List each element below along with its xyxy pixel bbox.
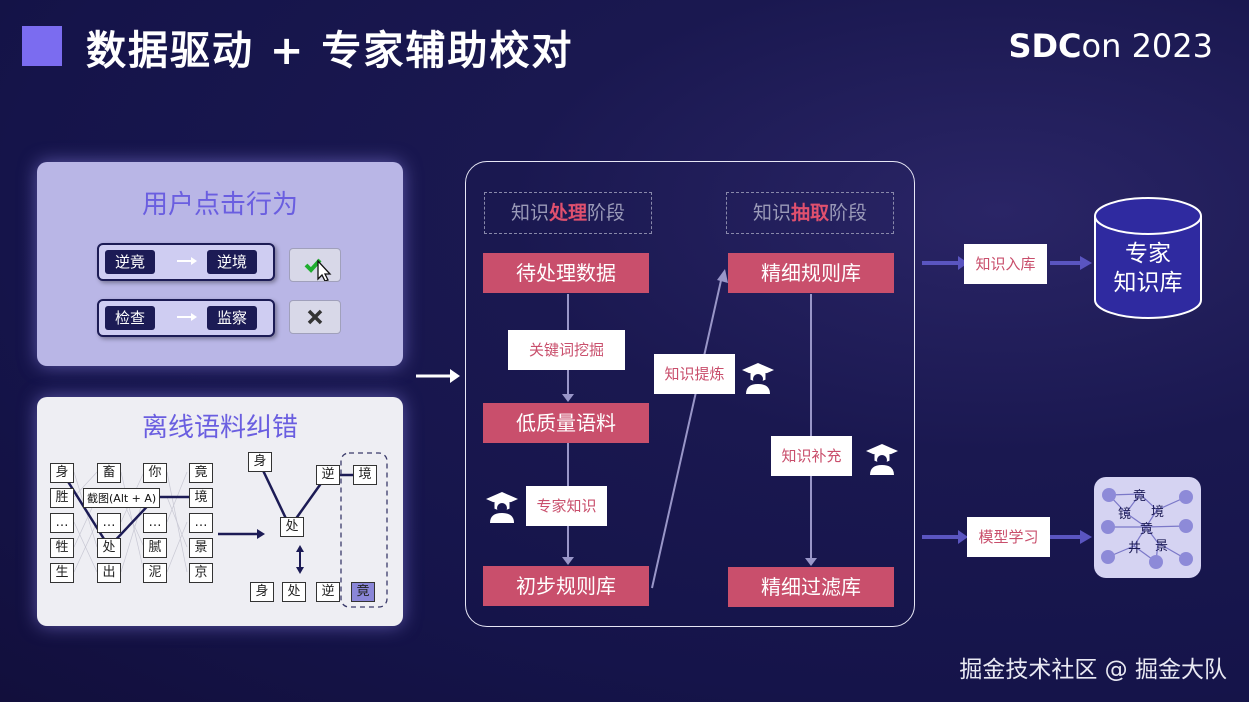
lattice-cell: 胜	[50, 488, 74, 508]
model-arrow-icon	[922, 530, 1092, 544]
path-cell: 身	[248, 452, 272, 472]
result-cell: 身	[250, 582, 274, 602]
correction-pair-1: 逆竟 逆境	[97, 243, 275, 281]
brand-logo: SDCon 2023	[1008, 27, 1213, 65]
knowledge-db-cylinder	[1094, 197, 1202, 319]
screenshot-tooltip: 截图(Alt + A)	[83, 488, 161, 508]
model-node: 竟	[1133, 489, 1147, 504]
label-knowledge-supplement: 知识补充	[771, 436, 852, 476]
model-node: 境	[1151, 505, 1165, 520]
model-node: 镜	[1118, 507, 1132, 522]
lattice-cell: 泥	[143, 563, 167, 583]
lattice-cell: 京	[189, 563, 213, 583]
pair-2-from: 检查	[105, 306, 156, 330]
brand-rest: on 2023	[1081, 27, 1213, 65]
label-expert-knowledge: 专家知识	[526, 486, 607, 526]
pair-1-from: 逆竟	[105, 250, 156, 274]
node-fine-rules[interactable]: 精细规则库	[728, 253, 894, 293]
brand-bold: SDC	[1008, 27, 1082, 65]
node-initial-rules[interactable]: 初步规则库	[483, 566, 649, 606]
pair-1-arrow-icon	[177, 257, 197, 265]
stage-text: 阶段	[829, 202, 868, 224]
node-fine-filter[interactable]: 精细过滤库	[728, 567, 894, 607]
pair-1-to: 逆境	[207, 250, 258, 274]
stage-emphasis: 处理	[548, 202, 587, 224]
lattice-cell: …	[97, 513, 121, 533]
lattice-cell: …	[50, 513, 74, 533]
result-cell: 逆	[316, 582, 340, 602]
label-knowledge-refine: 知识提炼	[654, 354, 735, 394]
lattice-cell: …	[143, 513, 167, 533]
result-cell-highlight: 竟	[351, 582, 375, 602]
lattice-cell: 景	[189, 538, 213, 558]
offline-corpus-panel: 离线语料纠错	[37, 397, 403, 626]
knowledge-flow-panel	[465, 161, 915, 627]
label-store-knowledge: 知识入库	[964, 244, 1047, 284]
node-pending-data[interactable]: 待处理数据	[483, 253, 649, 293]
offline-heading: 离线语料纠错	[141, 413, 298, 443]
result-cell: 处	[282, 582, 306, 602]
knowledge-db-label: 专家知识库	[1093, 240, 1203, 298]
label-model-learning: 模型学习	[967, 517, 1050, 557]
page-title: 数据驱动 + 专家辅助校对	[86, 28, 574, 74]
stage-extraction-label: 知识抽取阶段	[726, 192, 894, 234]
user-click-heading: 用户点击行为	[141, 190, 298, 220]
lattice-cell: 腻	[143, 538, 167, 558]
left-to-flow-arrow-icon	[416, 369, 460, 383]
correction-pair-2: 检查 监察	[97, 299, 275, 337]
stage-text: 阶段	[587, 202, 626, 224]
check-cursor-icon	[304, 258, 332, 282]
stage-emphasis: 抽取	[790, 202, 829, 224]
pair-2-to: 监察	[207, 306, 258, 330]
watermark: 掘金技术社区 @ 掘金大队	[959, 657, 1227, 683]
model-node: 竟	[1140, 522, 1154, 537]
user-click-panel: 用户点击行为 逆竟 逆境 检查 监察	[37, 162, 403, 366]
model-node: 井	[1128, 541, 1142, 556]
lattice-cell: 你	[143, 463, 167, 483]
lattice-cell: 畜	[97, 463, 121, 483]
expert-icon	[742, 363, 774, 394]
node-low-quality[interactable]: 低质量语料	[483, 403, 649, 443]
expert-icon	[486, 492, 518, 523]
flow-arrow-down-3	[805, 294, 817, 566]
label-keyword-mining: 关键词挖掘	[508, 330, 625, 370]
pair-2-arrow-icon	[177, 313, 197, 321]
reject-status[interactable]	[289, 300, 341, 334]
stage-text: 知识	[752, 202, 791, 224]
lattice-cell: 竟	[189, 463, 213, 483]
model-graph	[1101, 488, 1193, 569]
stage-text: 知识	[510, 202, 549, 224]
lattice-cell: 境	[189, 488, 213, 508]
refine-arrow-icon	[651, 269, 728, 589]
model-node: 景	[1155, 539, 1169, 554]
lattice-cell: 牲	[50, 538, 74, 558]
lattice-cell: 身	[50, 463, 74, 483]
cross-icon	[307, 309, 323, 325]
path-cell: 逆	[316, 465, 340, 485]
db-line-1: 专家	[1125, 241, 1171, 267]
expert-icon	[866, 444, 898, 475]
lattice-cell: 处	[97, 538, 121, 558]
accept-status[interactable]	[289, 248, 341, 282]
lattice-cell: 出	[97, 563, 121, 583]
path-cell: 处	[280, 517, 304, 537]
store-arrow-icon	[922, 256, 1092, 270]
lattice-lines	[60, 452, 388, 608]
lattice-cell: 生	[50, 563, 74, 583]
path-cell: 境	[353, 465, 377, 485]
lattice-cell: …	[189, 513, 213, 533]
title-accent-square	[22, 26, 62, 66]
db-line-2: 知识库	[1113, 270, 1183, 296]
stage-processing-label: 知识处理阶段	[484, 192, 652, 234]
